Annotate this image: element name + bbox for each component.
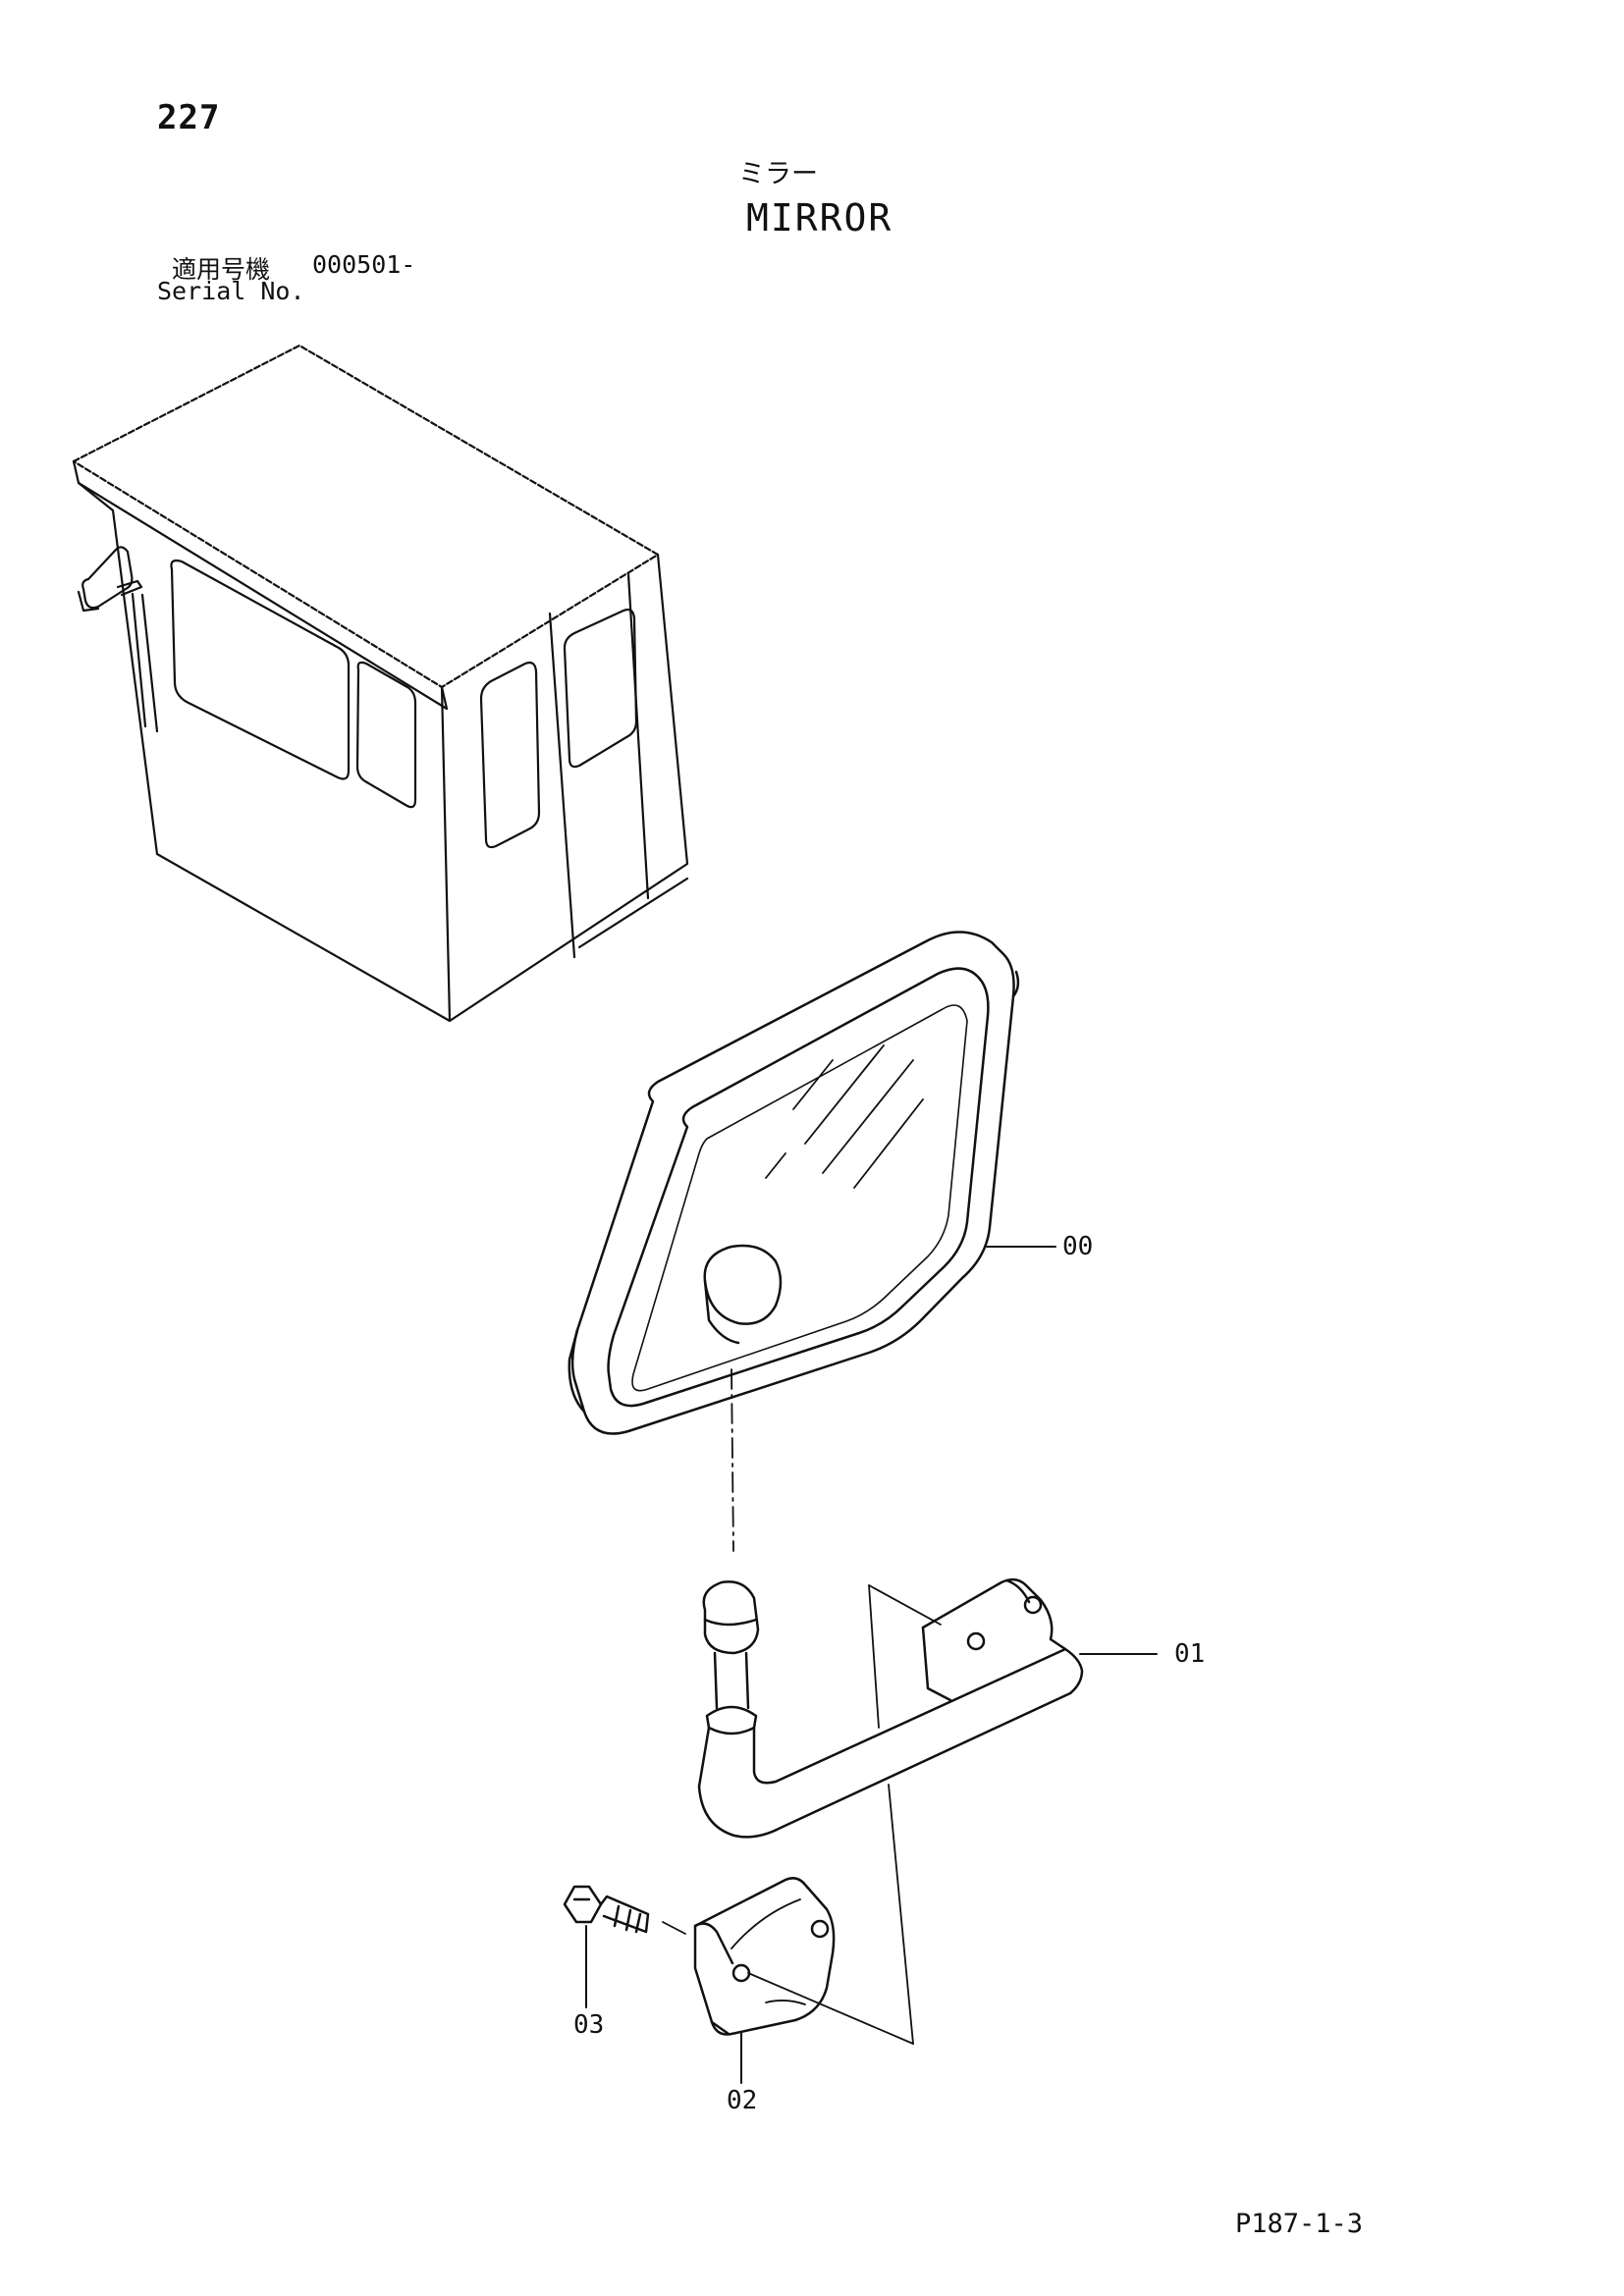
cab-illustration [72, 344, 689, 1023]
title-japanese: ミラー [738, 159, 818, 189]
serial-number-value: 000501- [312, 250, 416, 279]
page-number: 227 [157, 98, 221, 137]
serial-label-japanese: 適用号機 [172, 255, 271, 284]
document-code: P187-1-3 [1235, 2209, 1364, 2239]
callout-label-00: 00 [1062, 1232, 1094, 1261]
callout-label-01: 01 [1174, 1639, 1206, 1669]
callout-label-03: 03 [573, 2010, 605, 2040]
bolt-part-03 [563, 1885, 686, 2008]
clamp-part-02 [693, 1877, 914, 2084]
stay-part-01 [697, 1577, 1158, 2045]
callout-label-02: 02 [727, 2086, 758, 2115]
serial-label-english: Serial No. [157, 277, 305, 305]
title-english: MIRROR [746, 196, 893, 240]
mirror-part-00 [568, 931, 1056, 1552]
